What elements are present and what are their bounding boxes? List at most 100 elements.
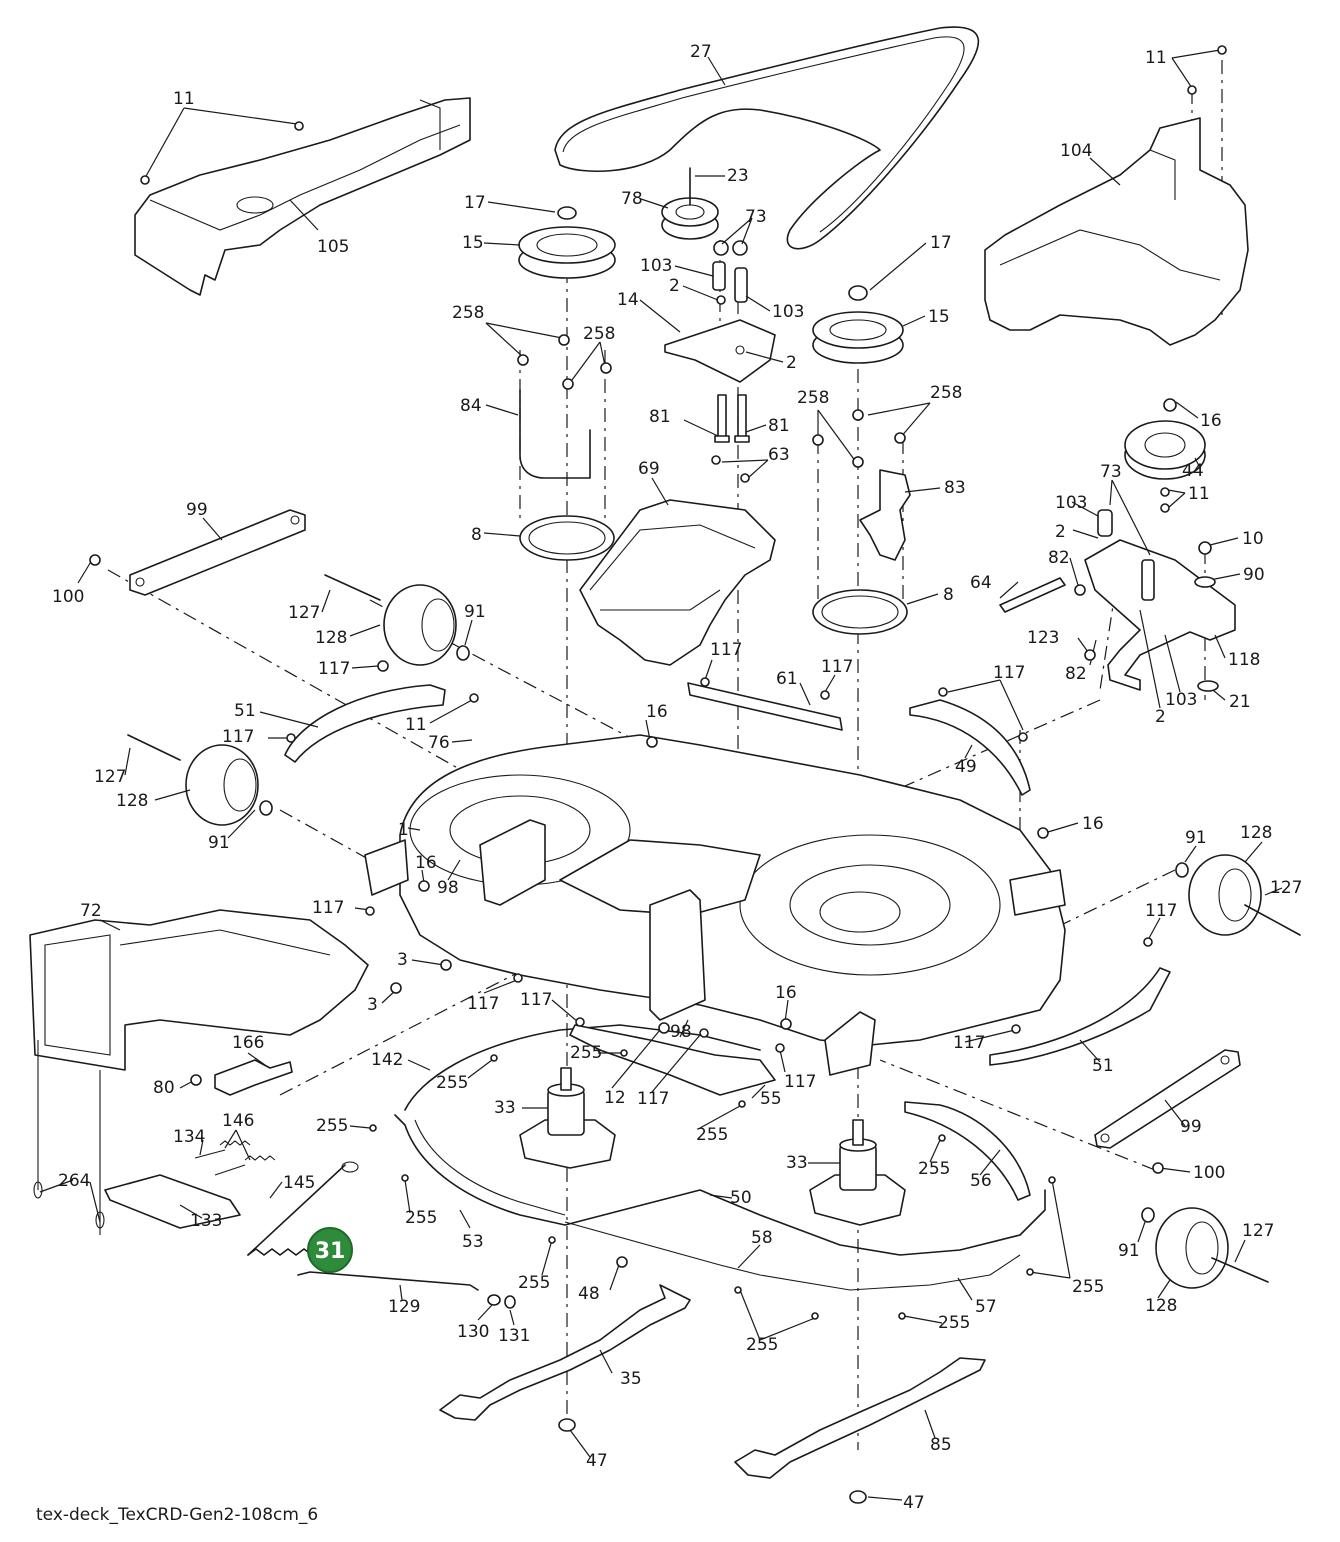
part-label: 255 — [1072, 1277, 1104, 1297]
part-label: 258 — [452, 303, 484, 323]
part-label: 255 — [918, 1159, 950, 1179]
baffle-51-right — [989, 967, 1171, 1066]
springs-146 — [194, 1140, 276, 1176]
gauge-wheel-128-a — [324, 574, 457, 666]
baffle-61 — [687, 682, 843, 731]
part-label: 2 — [1055, 522, 1066, 542]
baffle-49 — [909, 699, 1031, 796]
washers-91 — [259, 645, 1189, 1223]
part-label: 146 — [222, 1111, 254, 1131]
part-label: 11 — [1188, 484, 1210, 504]
part-label: 145 — [283, 1173, 315, 1193]
part-label: 99 — [1180, 1117, 1202, 1137]
part-label: 51 — [1092, 1056, 1114, 1076]
part-label: 17 — [930, 233, 952, 253]
part-label: 117 — [520, 990, 552, 1010]
part-label: 117 — [312, 898, 344, 918]
part-label: 33 — [494, 1098, 516, 1118]
part-label: 61 — [776, 669, 798, 689]
part-label: 258 — [930, 383, 962, 403]
guard-105 — [134, 97, 471, 296]
belt-cover-69 — [579, 499, 776, 666]
part-label: 128 — [315, 628, 347, 648]
part-label: 117 — [821, 657, 853, 677]
part-label: 255 — [570, 1043, 602, 1063]
part-label: 14 — [617, 290, 639, 310]
part-label: 12 — [604, 1088, 626, 1108]
part-label: 83 — [944, 478, 966, 498]
part-label: 3 — [397, 950, 408, 970]
part-label: 258 — [797, 388, 829, 408]
part-label: 103 — [640, 256, 672, 276]
part-label: 55 — [760, 1089, 782, 1109]
part-label: 129 — [388, 1297, 420, 1317]
part-label: 50 — [730, 1188, 752, 1208]
part-label: 142 — [371, 1050, 403, 1070]
bearing-ring-8-right — [812, 589, 908, 635]
part-label: 2 — [1155, 707, 1166, 727]
part-label: 117 — [710, 640, 742, 660]
part-label: 35 — [620, 1369, 642, 1389]
part-label: 123 — [1027, 628, 1059, 648]
discharge-chute-72 — [29, 909, 369, 1071]
drive-belt-27 — [554, 26, 980, 250]
part-label: 78 — [621, 189, 643, 209]
part-label: 56 — [970, 1171, 992, 1191]
part-label: 16 — [1200, 411, 1222, 431]
part-label: 16 — [415, 853, 437, 873]
part-label: 57 — [975, 1297, 997, 1317]
part-label: 166 — [232, 1033, 264, 1053]
pulley-44 — [1124, 398, 1206, 480]
part-label: 128 — [116, 791, 148, 811]
baffle-55 — [569, 1024, 776, 1096]
part-label: 81 — [649, 407, 671, 427]
blade-85 — [734, 1357, 986, 1479]
rod-129 — [297, 1271, 516, 1309]
idler-pulley-78 — [661, 167, 719, 240]
pulley-15-right — [812, 285, 904, 364]
part-label: 103 — [772, 302, 804, 322]
part-label: 84 — [460, 396, 482, 416]
gauge-wheel-128-d — [1155, 1207, 1269, 1289]
part-label: 127 — [1242, 1221, 1274, 1241]
part-label: 127 — [94, 767, 126, 787]
part-number-labels: 27 11 11 105 104 23 78 73 17 15 103 2 10… — [52, 42, 1302, 1513]
bracket-14 — [664, 319, 776, 383]
part-label: 73 — [745, 207, 767, 227]
idler-arm-118 — [999, 509, 1236, 691]
part-label: 10 — [1242, 529, 1264, 549]
rod-84 — [519, 389, 591, 479]
part-label: 2 — [786, 353, 797, 373]
highlight-badge-31[interactable]: 31 — [307, 1227, 353, 1273]
part-label: 117 — [637, 1089, 669, 1109]
part-label: 47 — [586, 1451, 608, 1471]
part-label: 117 — [993, 663, 1025, 683]
part-label: 17 — [464, 193, 486, 213]
part-label: 69 — [638, 459, 660, 479]
bracket-83 — [859, 469, 911, 561]
part-label: 23 — [727, 166, 749, 186]
part-label: 1 — [398, 820, 409, 840]
part-label: 255 — [696, 1125, 728, 1145]
part-label: 53 — [462, 1232, 484, 1252]
part-label: 91 — [208, 833, 230, 853]
part-label: 91 — [1185, 828, 1207, 848]
part-label: 255 — [436, 1073, 468, 1093]
part-label: 81 — [768, 416, 790, 436]
part-label: 105 — [317, 237, 349, 257]
part-label: 255 — [316, 1116, 348, 1136]
part-label: 21 — [1229, 692, 1251, 712]
part-label: 91 — [464, 602, 486, 622]
part-label: 117 — [318, 659, 350, 679]
spring-31 — [247, 1161, 359, 1256]
part-label: 118 — [1228, 650, 1260, 670]
part-label: 117 — [953, 1033, 985, 1053]
part-label: 117 — [784, 1072, 816, 1092]
part-label: 11 — [1145, 48, 1167, 68]
skirt-142 — [394, 1024, 1046, 1291]
guard-104 — [984, 117, 1249, 346]
fasteners — [89, 45, 1227, 1320]
pins-264 — [33, 1040, 105, 1235]
part-label: 131 — [498, 1326, 530, 1346]
